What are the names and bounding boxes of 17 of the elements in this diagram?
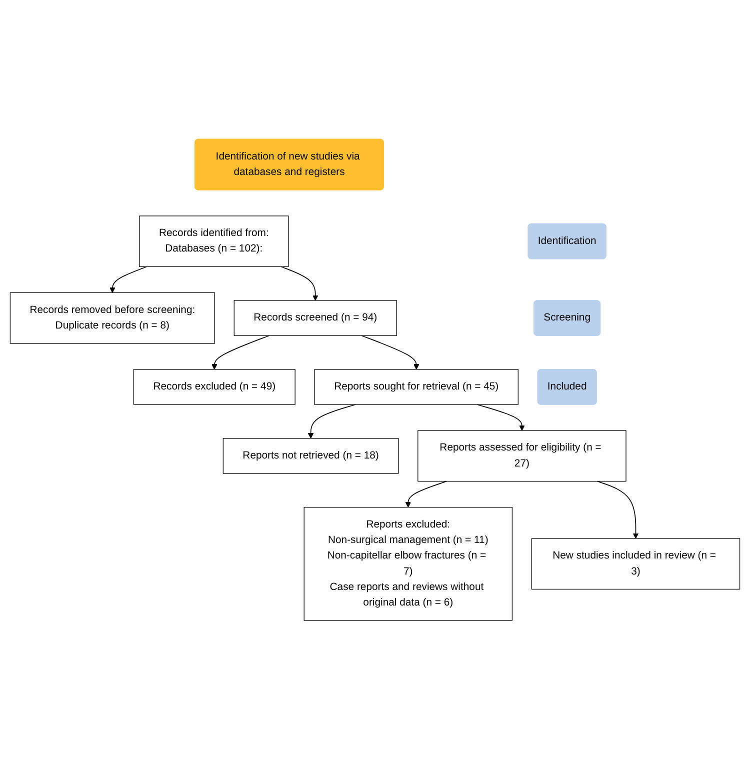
arrow [212,334,270,370]
node-box: Reports assessed for eligibility (n = 27) [418,430,626,482]
node-box: Records screened (n = 94) [234,300,397,336]
node-box: Reports not retrieved (n = 18) [222,438,399,474]
arrow [596,480,639,538]
arrow [361,334,420,370]
node-box: Reports excluded: Non-surgical management (n = 11) Non-capitellar elbow fractures (n = 7) Case reports and reviews without original data (n = 6) [304,506,513,620]
node-box: Records identified from: Databases (n = 102): [139,215,289,267]
node-box: Reports sought for retrieval (n = 45) [314,368,518,405]
arrow [110,266,148,293]
arrow [405,480,448,508]
node-box: New studies included in review (n = 3) [531,538,740,590]
arrow [308,404,356,438]
arrow [280,266,318,300]
node-box: Records removed before screening: Duplicate records (n = 8) [10,292,215,344]
node-box: Records excluded (n = 49) [133,368,296,405]
arrow [476,404,525,430]
